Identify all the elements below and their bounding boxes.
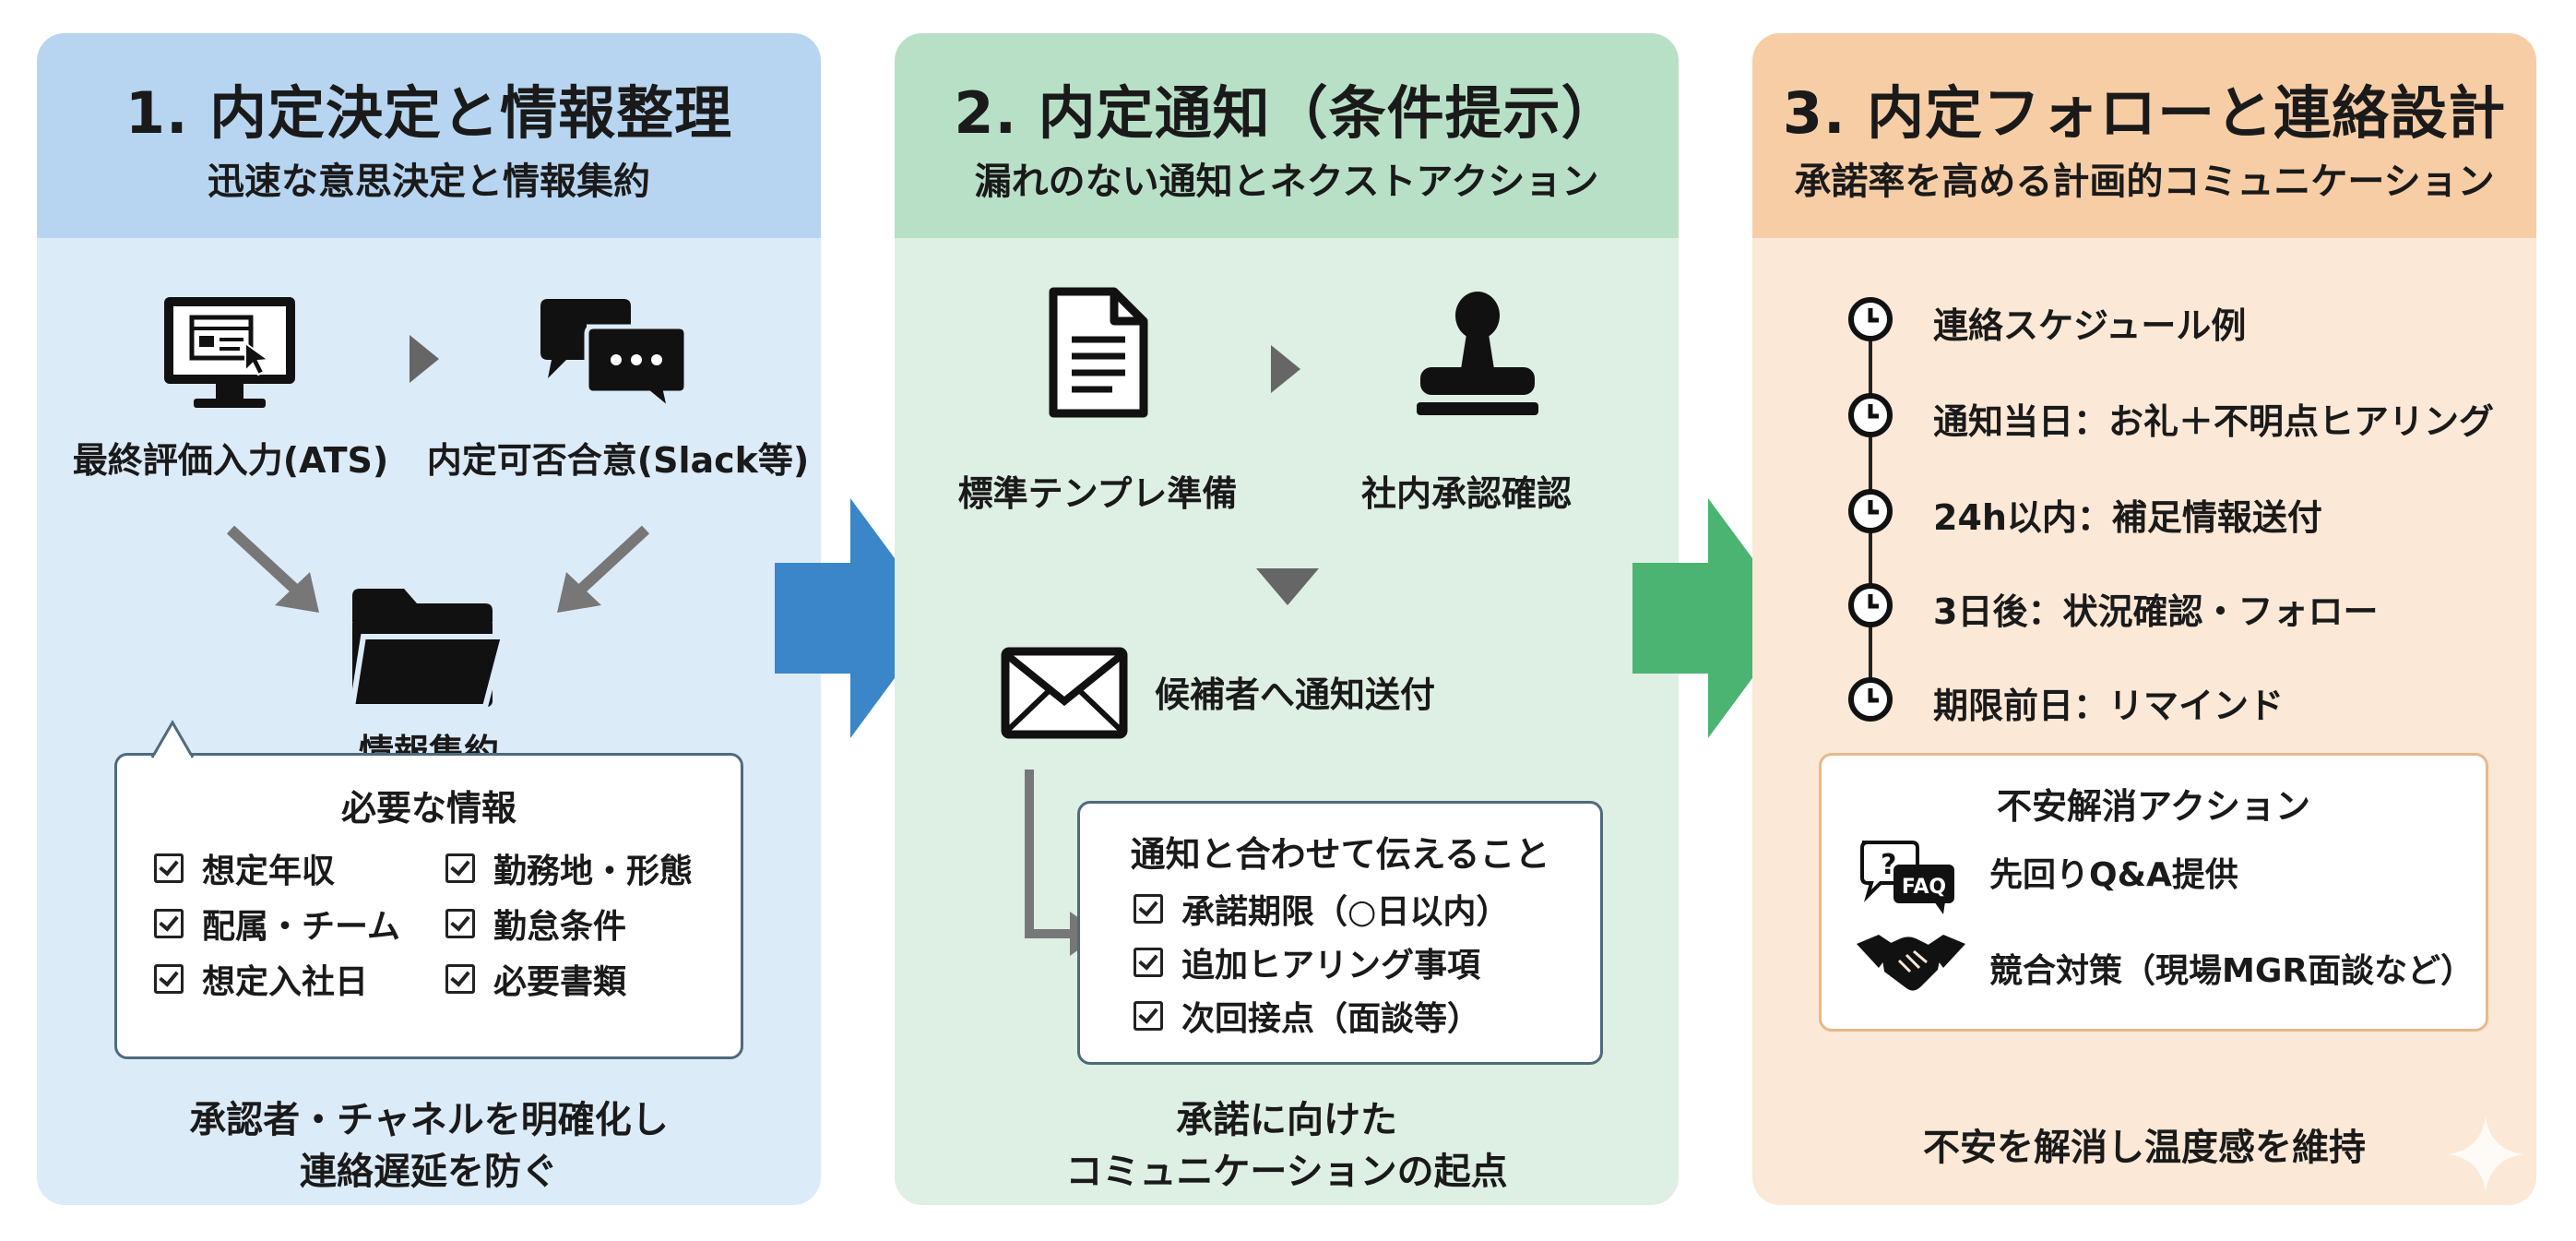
panel1-footer: 承認者・チャネルを明確化し 連絡遅延を防ぐ (37, 1094, 821, 1198)
faq-badge-text: FAQ (1902, 876, 1946, 899)
checklist-item: 勤務地・形態 (445, 844, 693, 892)
checklist-item: 必要書類 (445, 955, 626, 1003)
chat-bubbles-icon (540, 299, 689, 413)
panel1-title: 1. 内定決定と情報整理 (125, 79, 733, 147)
checklist-item: 配属・チーム (154, 900, 400, 948)
checkbox-icon (154, 964, 184, 994)
step-arrow-down-icon (1256, 568, 1319, 605)
checkbox-icon (1134, 894, 1163, 924)
panel-offer-notice: 2. 内定通知（条件提示） 漏れのない通知とネクストアクション 標準テンプレ準備… (895, 33, 1679, 1205)
checklist-item: 想定年収 (154, 844, 335, 892)
step-internal-approval: 社内承認確認 (1360, 473, 1572, 514)
checkbox-icon (445, 909, 475, 938)
arrow-diagonal-down-left-icon (557, 525, 650, 613)
panel2-footer: 承諾に向けた コミュニケーションの起点 (895, 1094, 1679, 1198)
step-template-prep: 標準テンプレ準備 (957, 473, 1238, 514)
panel-offer-decision: 1. 内定決定と情報整理 迅速な意思決定と情報集約 最終評価入力(ATS) 内定… (37, 33, 821, 1205)
panel1-header: 1. 内定決定と情報整理 迅速な意思決定と情報集約 (37, 33, 821, 238)
schedule-heading: 連絡スケジュール例 (1933, 305, 2247, 346)
schedule-item: 24h以内：補足情報送付 (1933, 497, 2322, 538)
arrow-diagonal-down-right-icon (226, 525, 319, 613)
checkbox-icon (445, 853, 475, 883)
checklist-item: 承諾期限（○日以内） (1134, 885, 1509, 933)
required-info-title: 必要な情報 (340, 788, 516, 829)
flow-arrow-blue-icon (775, 498, 939, 738)
svg-text:?: ? (1881, 849, 1896, 881)
panel2-subtitle: 漏れのない通知とネクストアクション (974, 161, 1599, 203)
step-final-evaluation: 最終評価入力(ATS) (72, 440, 389, 481)
panel3-footer-line1: 不安を解消し温度感を維持 (1923, 1127, 2366, 1169)
action-faq-label: 先回りQ&A提供 (1989, 856, 2238, 894)
flow-arrow-green-icon (1632, 498, 1797, 738)
required-info-box: 必要な情報 想定年収 勤務地・形態 配属・チーム 勤怠条件 想定入社日 必要書類 (114, 720, 743, 1059)
step-arrow-right-icon (410, 335, 439, 383)
notice-items-box: 通知と合わせて伝えること 承諾期限（○日以内） 追加ヒアリング事項 次回接点（面… (1077, 801, 1603, 1065)
panel3-footer: 不安を解消し温度感を維持 (1752, 1122, 2536, 1174)
clock-icon (1848, 297, 1893, 341)
box-pointer (150, 720, 195, 759)
panel2-footer-line2: コミュニケーションの起点 (1065, 1151, 1508, 1193)
step-offer-agreement: 内定可否合意(Slack等) (426, 440, 810, 481)
document-icon (1049, 287, 1148, 418)
panel3-title: 3. 内定フォローと連絡設計 (1782, 79, 2507, 147)
anxiety-actions-title: 不安解消アクション (1996, 786, 2311, 827)
checklist-item: 追加ヒアリング事項 (1134, 938, 1480, 986)
schedule-item: 期限前日：リマインド (1933, 686, 2285, 726)
checklist-item: 次回接点（面談等） (1134, 992, 1480, 1040)
panel1-footer-line2: 連絡遅延を防ぐ (300, 1151, 558, 1193)
checkbox-icon (1134, 948, 1163, 977)
stamp-icon (1417, 292, 1538, 415)
handshake-icon (1857, 935, 1965, 991)
clock-icon (1848, 677, 1893, 722)
notice-items-title: 通知と合わせて伝えること (1130, 834, 1550, 875)
monitor-cursor-icon (164, 297, 295, 408)
checkbox-icon (445, 964, 475, 994)
checkbox-icon (154, 909, 184, 938)
schedule-item: 通知当日：お礼＋不明点ヒアリング (1933, 401, 2495, 442)
step-send-notice: 候補者へ通知送付 (1155, 674, 1436, 715)
checkbox-icon (154, 853, 184, 883)
panel2-title: 2. 内定通知（条件提示） (954, 79, 1620, 147)
faq-icon: ? FAQ (1860, 841, 1954, 914)
folder-icon (349, 589, 507, 710)
panel-offer-follow: 3. 内定フォローと連絡設計 承諾率を高める計画的コミュニケーション 連絡スケジ… (1752, 33, 2536, 1205)
clock-icon (1848, 489, 1893, 533)
panel3-subtitle: 承諾率を高める計画的コミュニケーション (1794, 161, 2495, 203)
sparkle-icon (2448, 1116, 2523, 1192)
action-competition-label: 競合対策（現場MGR面談など） (1989, 952, 2475, 990)
anxiety-actions-box: 不安解消アクション ? FAQ 先回りQ&A提供 競合対策（現場MGR面談など） (1819, 753, 2488, 1032)
checkbox-icon (1134, 1001, 1163, 1031)
checklist-item: 想定入社日 (154, 955, 368, 1003)
panel1-subtitle: 迅速な意思決定と情報集約 (208, 161, 650, 203)
clock-icon (1848, 583, 1893, 627)
panel3-header: 3. 内定フォローと連絡設計 承諾率を高める計画的コミュニケーション (1752, 33, 2536, 238)
clock-icon (1848, 393, 1893, 437)
panel2-footer-line1: 承諾に向けた (1176, 1099, 1397, 1141)
step-arrow-right-icon (1271, 345, 1300, 393)
envelope-icon (1001, 647, 1128, 739)
checklist-item: 勤怠条件 (445, 900, 626, 948)
panel1-footer-line1: 承認者・チャネルを明確化し (189, 1099, 669, 1141)
schedule-item: 3日後：状況確認・フォロー (1933, 591, 2379, 632)
panel2-header: 2. 内定通知（条件提示） 漏れのない通知とネクストアクション (895, 33, 1679, 238)
